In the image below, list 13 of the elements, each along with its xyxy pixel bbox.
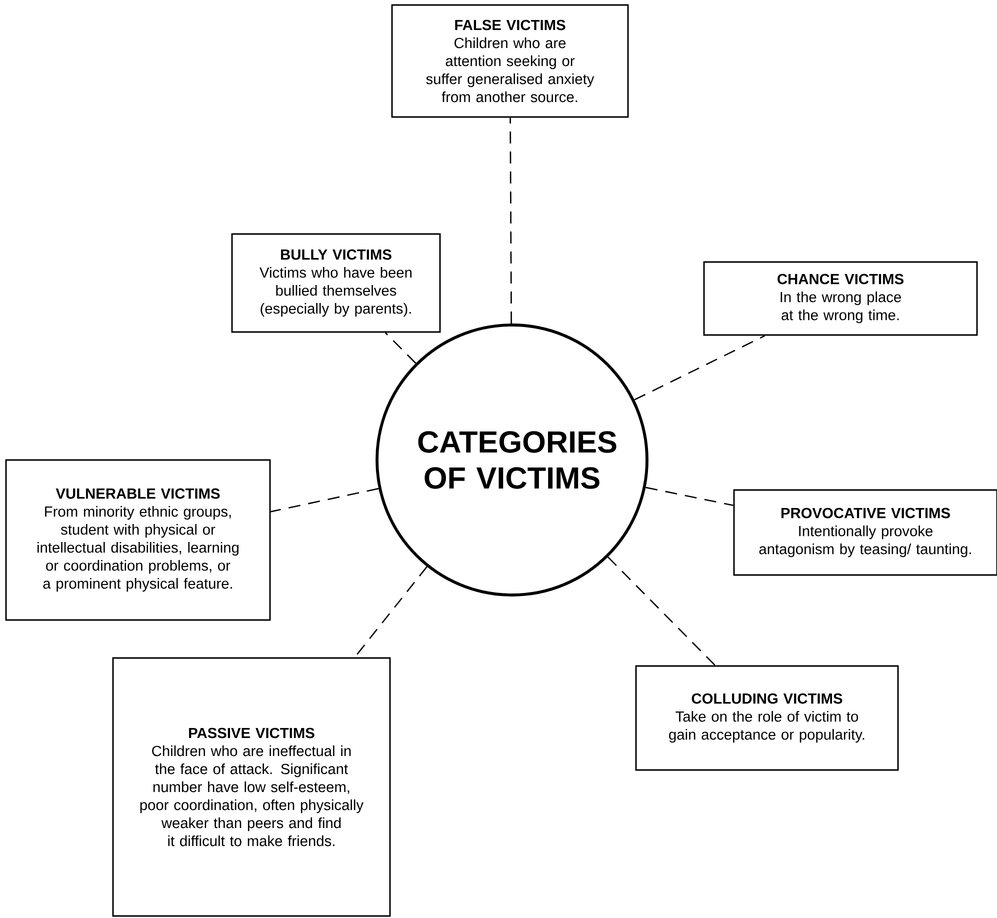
connector-line	[270, 488, 379, 512]
text-box: PASSIVE VICTIMS Children who are ineffectual in the face of attack. Significant number have low self-esteem, poor coordination, often physically weaker than peers and find it difficult to make friends.	[112, 657, 391, 917]
text-box: FALSE VICTIMS Children who are attention seeking or suffer generalised anxiety from another source.	[391, 4, 629, 118]
connector-line	[634, 335, 766, 400]
connector-line	[646, 486, 734, 506]
connector-line	[384, 332, 416, 364]
text-box: BULLY VICTIMS Victims who have been bullied themselves (especially by parents).	[231, 233, 441, 333]
connector-line	[607, 556, 716, 666]
text-box: COLLUDING VICTIMS Take on the role of victim to gain acceptance or popularity.	[635, 665, 899, 771]
connector-line	[510, 118, 512, 324]
text-box: VULNERABLE VICTIMS From minority ethnic groups, student with physical or intellectual disabilities, learning or coordination problems, or a prominent physical feature.	[5, 459, 271, 621]
text-box: CHANCE VICTIMS In the wrong place at the wrong time.	[703, 261, 978, 336]
text-box: PROVOCATIVE VICTIMS Intentionally provoke antagonism by teasing/ taunting.	[733, 489, 997, 576]
